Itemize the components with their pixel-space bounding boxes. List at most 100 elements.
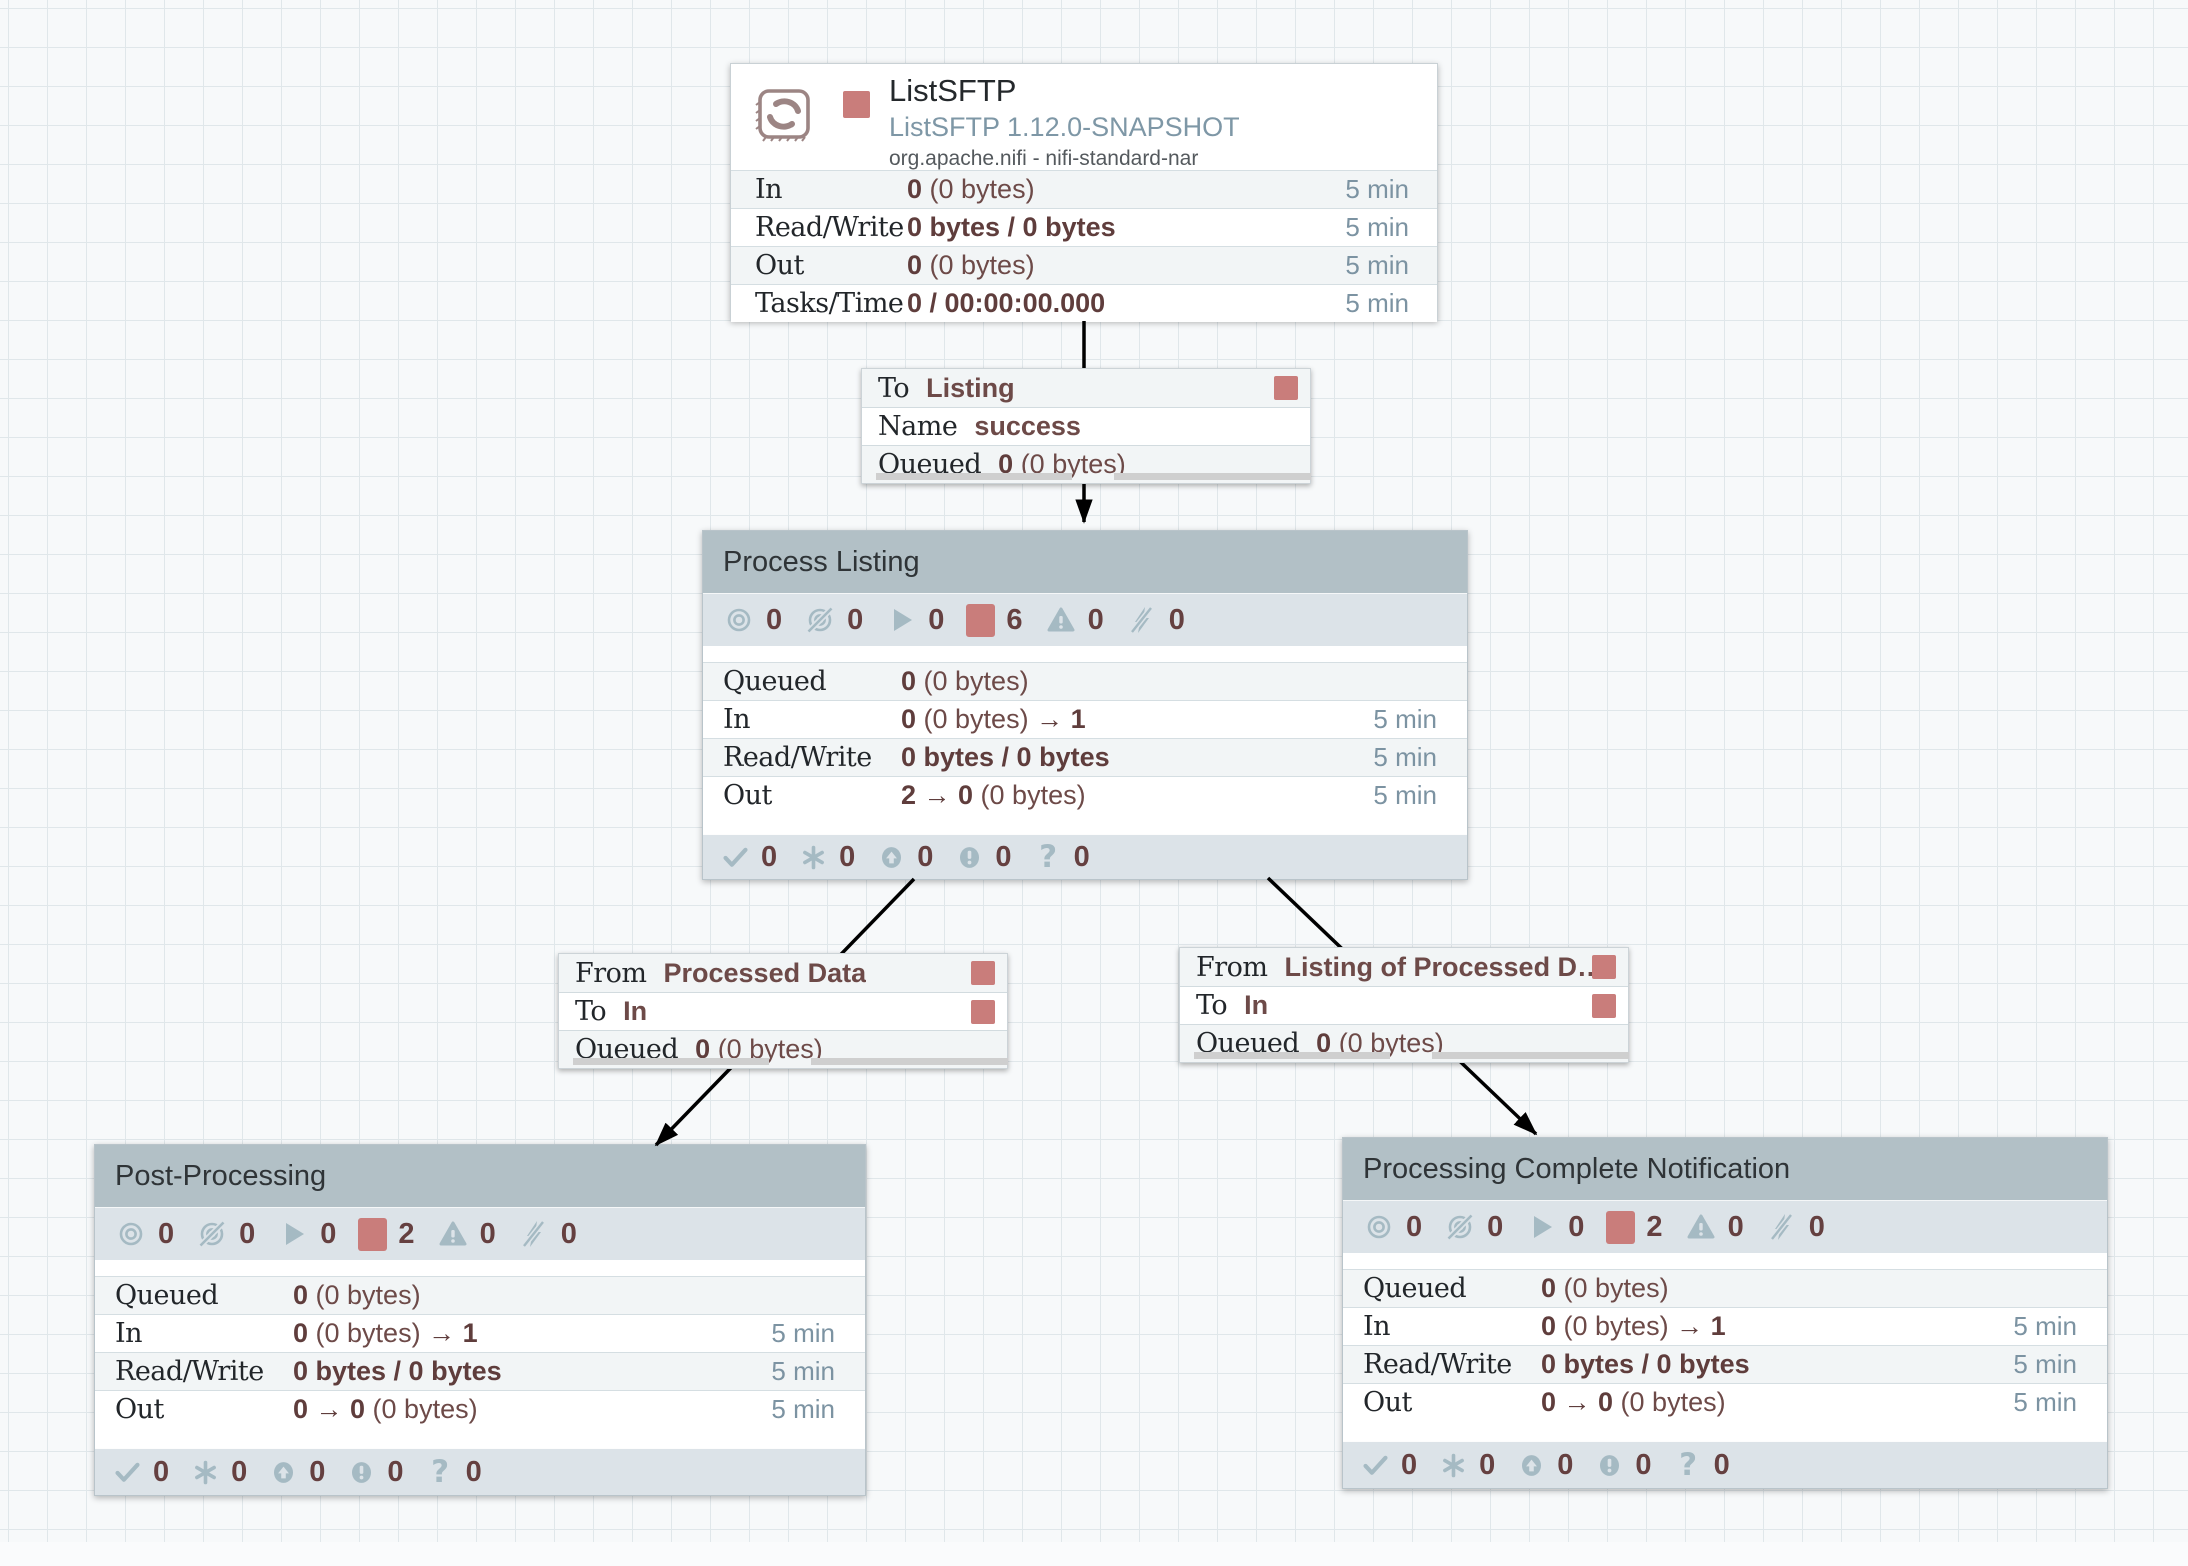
backpressure-size-bar <box>811 1058 1008 1065</box>
processor-name: ListSFTP <box>889 73 1017 108</box>
stat-label: Read/Write <box>723 742 872 773</box>
stopped-count: 6 <box>1006 603 1023 636</box>
transmitting-icon <box>115 1218 147 1250</box>
stat-row-in: In 0 (0 bytes) 5 min <box>731 170 1437 208</box>
stopped-icon <box>1592 955 1616 979</box>
process-group-post-processing[interactable]: Post-Processing 0 0 0 2 0 0 Queued 0 (0 … <box>94 1144 866 1496</box>
backpressure-size-bar <box>1432 1052 1629 1059</box>
stat-row-readwrite: Read/Write 0 bytes / 0 bytes 5 min <box>95 1352 865 1390</box>
stale-icon <box>1517 1451 1546 1480</box>
not-transmitting-icon <box>196 1218 228 1250</box>
stat-row-readwrite: Read/Write 0 bytes / 0 bytes 5 min <box>703 738 1467 776</box>
sync-failure-count: 0 <box>1713 1448 1730 1481</box>
process-group-processing-complete-notification[interactable]: Processing Complete Notification 0 0 0 2… <box>1342 1137 2108 1489</box>
warning-count: 0 <box>1727 1210 1744 1243</box>
stopped-icon <box>1606 1210 1636 1244</box>
stat-label: Read/Write <box>755 212 904 243</box>
connection-label-success[interactable]: To Listing Name success Queued 0 (0 byte… <box>861 368 1311 484</box>
transmitting-count: 0 <box>766 603 783 636</box>
stale-icon <box>269 1458 298 1487</box>
connection-label-listing-of-processed[interactable]: From Listing of Processed D… To In Queue… <box>1179 947 1629 1063</box>
stat-value: 0 bytes / 0 bytes <box>901 742 1110 772</box>
stat-value: 0 (0 bytes) <box>901 666 1029 696</box>
group-version-bar: 0 0 0 0 ? 0 <box>95 1448 865 1495</box>
connection-from-row: From Listing of Processed D… <box>1180 948 1628 986</box>
group-spacer <box>1343 1421 2107 1441</box>
modified-stale-icon <box>955 843 984 872</box>
stat-value: 0 (0 bytes) <box>293 1280 421 1310</box>
modified-stale-icon <box>1595 1451 1624 1480</box>
warning-icon <box>1045 604 1077 636</box>
processor-type: ListSFTP 1.12.0-SNAPSHOT <box>889 112 1240 142</box>
locally-modified-icon <box>1439 1451 1468 1480</box>
connection-to-row: To In <box>559 992 1007 1030</box>
backpressure-object-bar <box>1194 1052 1390 1059</box>
stat-row-in: In 0 (0 bytes) → 1 5 min <box>703 700 1467 738</box>
stat-row-out: Out 0 → 0 (0 bytes) 5 min <box>1343 1383 2107 1421</box>
group-spacer <box>703 814 1467 834</box>
group-version-bar: 0 0 0 0 ? 0 <box>703 834 1467 879</box>
group-spacer <box>1343 1253 2107 1269</box>
connection-queued-row: Queued 0 (0 bytes) <box>559 1030 1008 1068</box>
connection-to-row: To Listing <box>862 369 1310 407</box>
invalid-icon <box>518 1218 550 1250</box>
stat-row-tasks: Tasks/Time 0 / 00:00:00.000 5 min <box>731 284 1437 322</box>
stat-label: Out <box>755 250 804 281</box>
stat-timeframe: 5 min <box>771 1394 835 1424</box>
stopped-icon <box>971 1000 995 1024</box>
stat-label: Read/Write <box>115 1356 264 1387</box>
stat-value: 0 (0 bytes) <box>907 250 1035 280</box>
stat-label: Tasks/Time <box>755 288 904 319</box>
group-spacer <box>95 1260 865 1276</box>
sync-failure-icon: ? <box>1679 1447 1698 1483</box>
processor-listsftp[interactable]: ListSFTP ListSFTP 1.12.0-SNAPSHOT org.ap… <box>730 63 1438 322</box>
transmitting-count: 0 <box>158 1217 175 1250</box>
warning-count: 0 <box>479 1217 496 1250</box>
stat-value: 0 bytes / 0 bytes <box>1541 1349 1750 1379</box>
stale-count: 0 <box>917 840 934 873</box>
stat-row-out: Out 0 → 0 (0 bytes) 5 min <box>95 1390 865 1428</box>
connection-from-value: Processed Data <box>663 957 867 988</box>
locally-modified-count: 0 <box>231 1455 248 1488</box>
up-to-date-count: 0 <box>1401 1448 1418 1481</box>
stat-label: Out <box>1363 1387 1412 1418</box>
stopped-icon <box>1592 994 1616 1018</box>
processor-header: ListSFTP ListSFTP 1.12.0-SNAPSHOT org.ap… <box>731 64 1437 170</box>
stale-icon <box>877 843 906 872</box>
invalid-count: 0 <box>1808 1210 1825 1243</box>
connection-queued-value: 0 (0 bytes) <box>695 1034 823 1064</box>
modified-stale-count: 0 <box>1635 1448 1652 1481</box>
connection-to-value: In <box>1244 990 1269 1020</box>
running-icon <box>885 604 917 636</box>
invalid-icon <box>1126 604 1158 636</box>
not-transmitting-icon <box>804 604 836 636</box>
stat-value: 0 (0 bytes) → 1 <box>1541 1311 1726 1341</box>
stat-timeframe: 5 min <box>1345 288 1409 318</box>
invalid-count: 0 <box>1168 603 1185 636</box>
locally-modified-count: 0 <box>1479 1448 1496 1481</box>
connection-label-processed-data[interactable]: From Processed Data To In Queued 0 (0 by… <box>558 953 1008 1069</box>
connection-row-label: To <box>878 372 910 404</box>
stat-value: 0 bytes / 0 bytes <box>907 212 1116 242</box>
process-group-process-listing[interactable]: Process Listing 0 0 0 6 0 0 Queued 0 (0 … <box>702 530 1468 880</box>
stopped-count: 2 <box>398 1217 415 1250</box>
stopped-icon <box>971 961 995 985</box>
group-status-bar: 0 0 0 2 0 0 <box>1343 1200 2107 1253</box>
stat-value: 0 (0 bytes) → 1 <box>293 1318 478 1348</box>
stat-value: 0 → 0 (0 bytes) <box>293 1394 478 1424</box>
group-title: Processing Complete Notification <box>1343 1138 2107 1200</box>
stat-label: Out <box>723 780 772 811</box>
invalid-icon <box>1766 1211 1798 1243</box>
stopped-count: 2 <box>1646 1210 1663 1243</box>
stat-row-readwrite: Read/Write 0 bytes / 0 bytes 5 min <box>731 208 1437 246</box>
stat-value: 0 bytes / 0 bytes <box>293 1356 502 1386</box>
not-transmitting-count: 0 <box>239 1217 256 1250</box>
running-count: 0 <box>1568 1210 1585 1243</box>
running-count: 0 <box>320 1217 337 1250</box>
running-icon <box>1525 1211 1557 1243</box>
connection-row-label: From <box>575 957 647 989</box>
sync-failure-count: 0 <box>1073 840 1090 873</box>
connection-to-value: In <box>623 996 648 1026</box>
group-status-bar: 0 0 0 6 0 0 <box>703 593 1467 646</box>
